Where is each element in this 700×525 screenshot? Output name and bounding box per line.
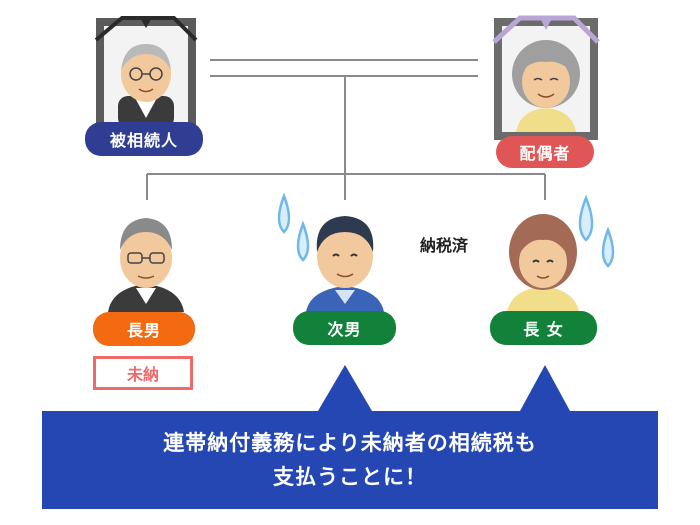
label-spouse: 配偶者: [496, 136, 594, 168]
eldest-son-figure: [108, 218, 184, 312]
paid-status-note: 納税済: [419, 236, 468, 255]
unpaid-status-badge: 未納: [93, 356, 193, 390]
banner-shape: [42, 365, 658, 509]
deceased-portrait: [94, 16, 198, 136]
label-second-son: 次男: [293, 311, 396, 345]
banner-line-2: 支払うことに！: [273, 465, 427, 489]
eldest-daughter-figure: [507, 214, 579, 312]
family-tree-lines: [146, 59, 546, 200]
second-son-figure: [306, 216, 384, 312]
label-deceased: 被相続人: [85, 122, 203, 156]
label-eldest-daughter: 長 女: [490, 311, 597, 345]
spouse-portrait: [492, 15, 600, 140]
label-eldest-son: 長男: [93, 312, 195, 346]
message-banner: 連帯納付義務により未納者の相続税も 支払うことに！: [42, 411, 658, 509]
sweat-drop-icon: [277, 192, 615, 268]
banner-line-1: 連帯納付義務により未納者の相続税も: [163, 431, 537, 455]
